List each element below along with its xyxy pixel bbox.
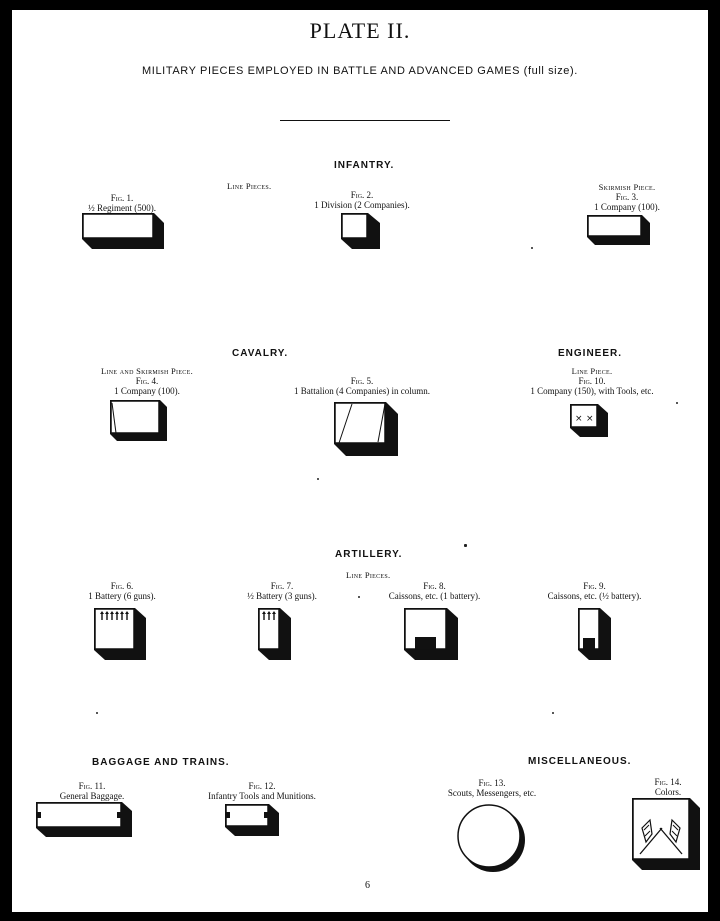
fig11-caption: Fig. 11. General Baggage. bbox=[37, 781, 147, 801]
fig10-desc: 1 Company (150), with Tools, etc. bbox=[530, 386, 654, 396]
fig11-piece-icon bbox=[36, 802, 132, 837]
scan-speck bbox=[317, 478, 319, 480]
plate-page: PLATE II. MILITARY PIECES EMPLOYED IN BA… bbox=[12, 10, 708, 912]
fig8-desc: Caissons, etc. (1 battery). bbox=[388, 591, 481, 601]
miscellaneous-heading: MISCELLANEOUS. bbox=[528, 756, 632, 767]
fig8-label: Fig. 8. bbox=[423, 581, 446, 591]
plate-subtitle: MILITARY PIECES EMPLOYED IN BATTLE AND A… bbox=[142, 65, 578, 77]
fig12-label: Fig. 12. bbox=[248, 781, 276, 791]
fig4-desc: 1 Company (100). bbox=[114, 386, 180, 396]
fig3-piece-icon bbox=[587, 215, 650, 245]
fig1-label: Fig. 1. bbox=[110, 193, 134, 203]
artillery-heading: ARTILLERY. bbox=[335, 549, 403, 560]
fig9-piece-icon bbox=[578, 608, 611, 660]
plate-title: PLATE II. bbox=[309, 18, 411, 43]
fig11-label: Fig. 11. bbox=[78, 781, 106, 791]
fig6-piece-icon bbox=[94, 608, 146, 660]
fig2-piece-icon bbox=[341, 213, 380, 249]
fig6-label: Fig. 6. bbox=[110, 581, 134, 591]
scan-speck bbox=[676, 402, 678, 404]
svg-text:×: × bbox=[586, 414, 594, 424]
fig4-piece-icon bbox=[110, 400, 167, 441]
fig7-desc: ½ Battery (3 guns). bbox=[247, 591, 317, 601]
cavalry-heading: CAVALRY. bbox=[232, 348, 289, 359]
fig6-caption: Fig. 6. 1 Battery (6 guns). bbox=[72, 581, 172, 601]
fig1-piece-icon bbox=[82, 213, 164, 249]
artillery-line-pieces-label: Line Pieces. bbox=[346, 570, 391, 580]
fig12-desc: Infantry Tools and Munitions. bbox=[208, 791, 316, 801]
scan-speck bbox=[552, 712, 554, 714]
fig1-desc: ½ Regiment (500). bbox=[88, 203, 156, 213]
infantry-line-pieces-label: Line Pieces. bbox=[227, 181, 272, 191]
infantry-heading: INFANTRY. bbox=[334, 160, 395, 171]
scan-speck bbox=[96, 712, 98, 714]
fig13-caption: Fig. 13. Scouts, Messengers, etc. bbox=[437, 778, 547, 798]
scan-speck bbox=[464, 544, 467, 547]
fig3-caption: Skirmish Piece. Fig. 3. 1 Company (100). bbox=[572, 182, 682, 212]
fig7-caption: Fig. 7. ½ Battery (3 guns). bbox=[227, 581, 337, 601]
fig4-caption: Line and Skirmish Piece. Fig. 4. 1 Compa… bbox=[72, 366, 222, 396]
baggage-heading: BAGGAGE AND TRAINS. bbox=[92, 757, 230, 768]
fig8-caption: Fig. 8. Caissons, etc. (1 battery). bbox=[372, 581, 497, 601]
fig5-caption: Fig. 5. 1 Battalion (4 Companies) in col… bbox=[282, 376, 442, 396]
fig2-desc: 1 Division (2 Companies). bbox=[314, 200, 410, 210]
svg-text:×: × bbox=[575, 414, 583, 424]
scan-speck bbox=[358, 596, 360, 598]
fig9-desc: Caissons, etc. (½ battery). bbox=[547, 591, 642, 601]
title-rule bbox=[280, 120, 450, 121]
fig5-label: Fig. 5. bbox=[350, 376, 374, 386]
fig8-piece-icon bbox=[404, 608, 458, 660]
fig2-caption: Fig. 2. 1 Division (2 Companies). bbox=[292, 190, 432, 210]
cavalry-piece-label: Line and Skirmish Piece. bbox=[100, 366, 193, 376]
fig13-piece-icon bbox=[457, 804, 525, 872]
fig7-piece-icon bbox=[258, 608, 291, 660]
fig9-label: Fig. 9. bbox=[583, 581, 606, 591]
fig10-label: Fig. 10. bbox=[578, 376, 606, 386]
fig14-desc: Colors. bbox=[654, 787, 682, 797]
fig4-label: Fig. 4. bbox=[135, 376, 159, 386]
engineer-piece-label: Line Piece. bbox=[571, 366, 613, 376]
infantry-skirmish-label: Skirmish Piece. bbox=[598, 182, 656, 192]
fig3-desc: 1 Company (100). bbox=[594, 202, 660, 212]
fig13-desc: Scouts, Messengers, etc. bbox=[447, 788, 537, 798]
fig5-desc: 1 Battalion (4 Companies) in column. bbox=[294, 386, 430, 396]
fig10-piece-icon: × × bbox=[570, 404, 608, 437]
page-number: 6 bbox=[365, 880, 370, 891]
fig10-caption: Line Piece. Fig. 10. 1 Company (150), wi… bbox=[507, 366, 677, 396]
engineer-heading: ENGINEER. bbox=[558, 348, 623, 359]
fig5-piece-icon bbox=[334, 402, 398, 456]
fig9-caption: Fig. 9. Caissons, etc. (½ battery). bbox=[532, 581, 657, 601]
fig3-label: Fig. 3. bbox=[615, 192, 639, 202]
fig11-desc: General Baggage. bbox=[59, 791, 125, 801]
fig14-caption: Fig. 14. Colors. bbox=[638, 777, 698, 797]
fig12-caption: Fig. 12. Infantry Tools and Munitions. bbox=[192, 781, 332, 801]
fig2-label: Fig. 2. bbox=[350, 190, 374, 200]
fig6-desc: 1 Battery (6 guns). bbox=[88, 591, 156, 601]
fig12-piece-icon bbox=[225, 804, 279, 836]
fig14-label: Fig. 14. bbox=[654, 777, 682, 787]
fig14-colors-flags-icon bbox=[632, 798, 700, 870]
scan-speck bbox=[531, 247, 533, 249]
fig1-caption: Fig. 1. ½ Regiment (500). bbox=[72, 193, 172, 213]
fig7-label: Fig. 7. bbox=[270, 581, 294, 591]
fig13-label: Fig. 13. bbox=[478, 778, 506, 788]
